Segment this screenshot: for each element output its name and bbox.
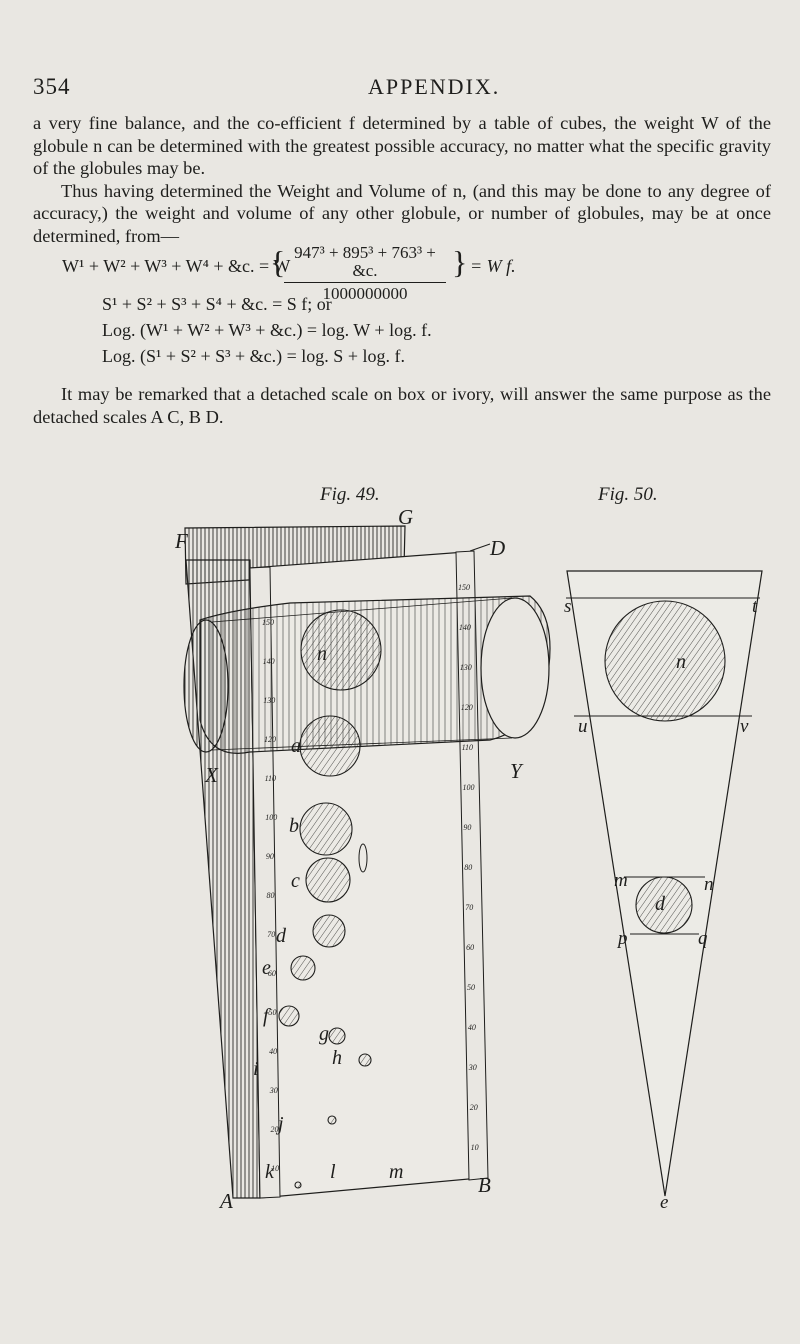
right-scale-tick-140: 140 [459,623,471,632]
left-scale-tick-120: 120 [264,735,276,744]
fig49-point-label-d: D [489,536,505,560]
globule-d-fig50 [635,876,693,934]
fig50-globule-label-n: n [676,651,686,673]
fraction-denominator: 1000000000 [322,284,408,303]
right-scale-tick-100: 100 [463,783,475,792]
fig50-point-label-q: q [698,928,708,949]
globules [278,609,382,1189]
remark-paragraph: It may be remarked that a detached scale… [33,383,771,428]
right-brace: } [452,244,468,280]
fig49-globule-label-g: g [319,1023,329,1045]
fig49-globule-label-b: b [289,815,299,837]
fig49-globule-label-m: m [389,1161,403,1183]
left-scale-tick-90: 90 [266,852,274,861]
left-brace: { [270,244,286,280]
right-scale-tick-120: 120 [461,703,473,712]
left-scale-tick-130: 130 [263,696,275,705]
fig49-globule-label-d: d [276,925,287,947]
fig-50-labels: s t u v m n p q e n d [564,596,758,1213]
right-scale-tick-110: 110 [462,743,473,752]
fig50-point-label-u: u [578,716,588,737]
fig49-point-label-g: G [398,505,413,529]
fig49-globule-label-a: a [291,735,301,757]
left-scale-tick-40: 40 [269,1047,277,1056]
left-scale-tick-100: 100 [265,813,277,822]
fig49-globule-label-k: k [265,1161,275,1183]
body-text: a very fine balance, and the co-efficien… [33,112,771,248]
fraction-bar [284,282,446,283]
fig49-globule-label-j: j [275,1113,284,1135]
remark-text: It may be remarked that a detached scale… [33,384,771,427]
fig49-globule-label-h: h [332,1047,342,1069]
fig50-point-label-v: v [740,716,749,737]
fig-49-caption: Fig. 49. [320,484,380,505]
globule-n-fig50 [604,600,726,722]
fraction-numerator: 947³ + 895³ + 763³ + &c. [294,243,436,280]
right-scale-tick-10: 10 [471,1143,479,1152]
fig-50-caption: Fig. 50. [598,484,658,505]
page-number: 354 [33,74,71,99]
fig49-point-label-y: Y [510,759,524,783]
cylinder [183,595,551,754]
right-scale-tick-50: 50 [467,983,475,992]
right-scale-tick-150: 150 [458,583,470,592]
fig49-globule-label-l: l [330,1161,336,1183]
d-leader [469,543,491,552]
right-scale-tick-40: 40 [468,1023,476,1032]
fig-49 [183,525,551,1199]
equation-volumes: S¹ + S² + S³ + S⁴ + &c. = S f; or [102,294,332,314]
fig-50 [566,570,763,1197]
fig50-point-label-s: s [564,596,571,617]
left-scale-tick-30: 30 [269,1086,278,1095]
right-scale-tick-130: 130 [460,663,472,672]
fig49-point-label-a: A [218,1189,233,1213]
fig50-point-label-m: m [614,870,628,891]
right-scale-tick-30: 30 [468,1063,477,1072]
right-scale-tick-90: 90 [463,823,471,832]
paragraph-1: a very fine balance, and the co-efficien… [33,113,771,179]
left-scale-tick-80: 80 [267,891,275,900]
fig50-globule-label-d: d [655,893,666,915]
fig49-globule-label-e: e [262,957,271,979]
equation-weights-lhs: W¹ + W² + W³ + W⁴ + &c. = W [62,256,291,276]
equation-weights-rhs: = W f. [470,256,516,276]
left-scale-tick-70: 70 [267,930,275,939]
small-ellipse [358,843,368,873]
right-scale-tick-80: 80 [464,863,472,872]
fig49-globule-label-n: n [317,643,327,665]
fig-49-labels: F G D X Y A Bn a b c de f gh i j k l m [174,505,524,1213]
fig50-point-label-n: n [704,874,714,895]
fig49-globule-label-f: f [263,1005,271,1027]
left-scale-tick-110: 110 [265,774,276,783]
equation-block: W¹ + W² + W³ + W⁴ + &c. = W { 947³ + 895… [0,244,800,376]
page-header: 354 APPENDIX. [0,74,800,104]
equation-fraction: 947³ + 895³ + 763³ + &c. 1000000000 [280,244,450,303]
right-scale-tick-20: 20 [470,1103,478,1112]
right-scale-tick-60: 60 [466,943,474,952]
fig50-point-label-t: t [752,596,758,617]
running-head: APPENDIX. [368,74,501,99]
right-scale-tick-70: 70 [465,903,473,912]
left-scale-tick-10: 10 [271,1164,279,1173]
fig49-globule-label-i: i [253,1058,259,1080]
left-scale-tick-60: 60 [268,969,276,978]
fig49-globule-label-c: c [291,870,300,892]
equation-log-volumes: Log. (S¹ + S² + S³ + &c.) = log. S + log… [102,346,405,366]
fig49-point-label-x: X [204,763,219,787]
fig50-point-label-p: p [616,928,628,949]
left-scale-tick-20: 20 [270,1125,278,1134]
fig-49-scale-ticks: 150 140 130 120 110 100 90 80 70 60 50 40 30 20 10 150 1… [262,583,479,1173]
fig50-point-label-e: e [660,1192,668,1213]
equation-log-weights: Log. (W¹ + W² + W³ + &c.) = log. W + log… [102,320,432,340]
left-scale-tick-50: 50 [269,1008,277,1017]
left-scale-tick-150: 150 [262,618,274,627]
fig49-point-label-f: F [174,529,188,553]
paragraph-2: Thus having determined the Weight and Vo… [33,180,771,246]
fig49-point-label-b: B [478,1173,491,1197]
left-scale-tick-140: 140 [263,657,275,666]
